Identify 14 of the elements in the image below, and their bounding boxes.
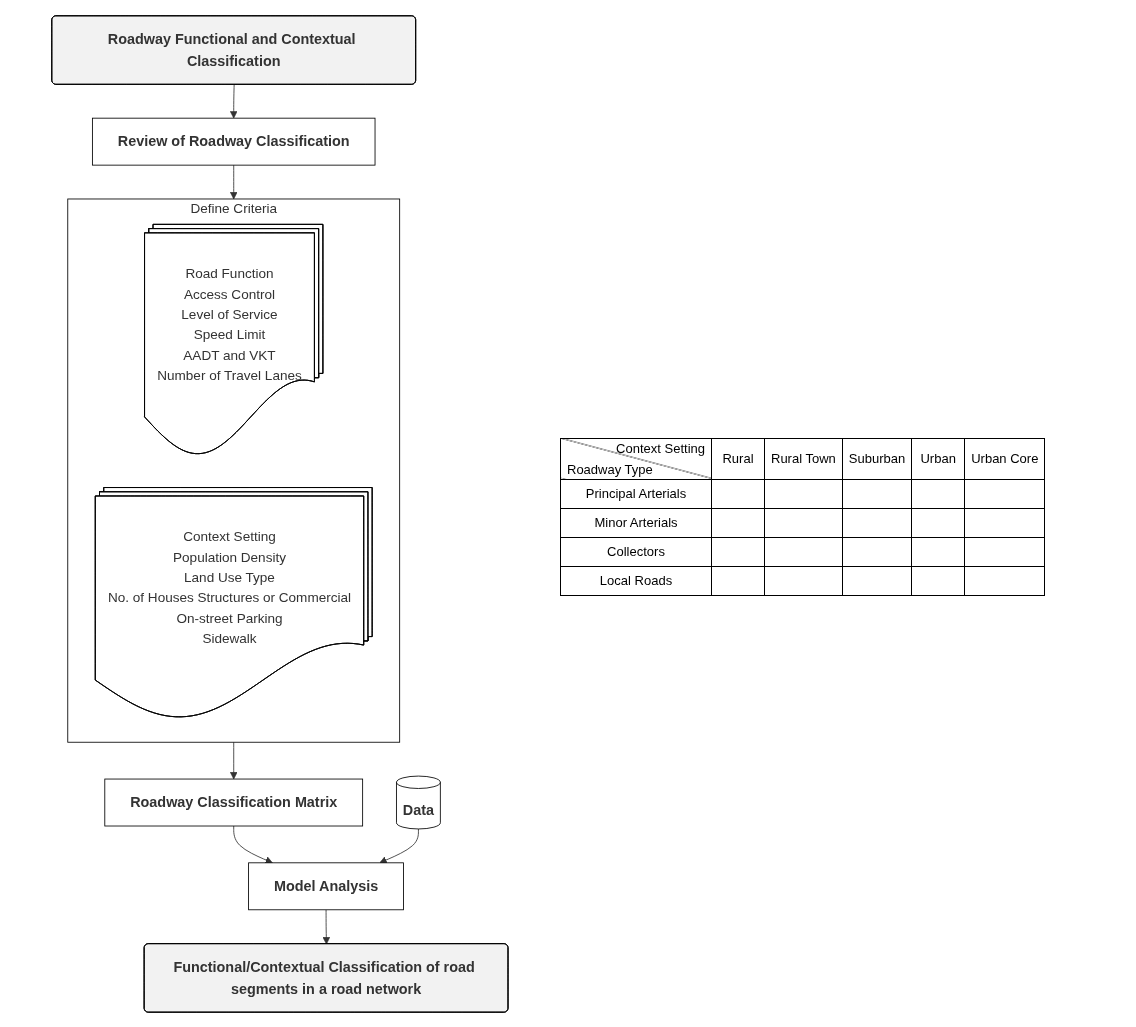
node-box: Review of Roadway Classification bbox=[92, 117, 376, 166]
column-header-cell: Urban Core bbox=[964, 438, 1045, 479]
column-header-cell: Urban bbox=[911, 438, 965, 479]
column-header-label: Context Setting bbox=[616, 440, 705, 456]
row-header-cell: Minor Arterials bbox=[560, 508, 712, 537]
node-box: Model Analysis bbox=[248, 861, 405, 910]
row-header-cell: Collectors bbox=[560, 537, 712, 566]
column-header-cell: Suburban bbox=[842, 438, 912, 479]
column-header-cell: Rural bbox=[711, 438, 765, 479]
column-header-cell: Rural Town bbox=[764, 438, 843, 479]
row-header-cell: Local Roads bbox=[560, 566, 712, 595]
row-header-cell: Principal Arterials bbox=[560, 479, 712, 508]
row-header-label: Roadway Type bbox=[567, 461, 653, 477]
node-box: Roadway Classification Matrix bbox=[104, 778, 364, 826]
